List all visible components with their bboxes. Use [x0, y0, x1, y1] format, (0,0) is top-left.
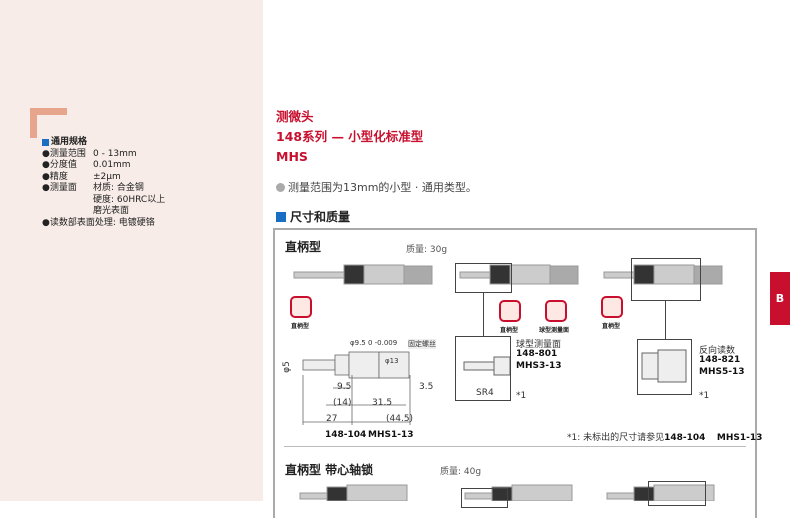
micrometer-image — [459, 264, 579, 285]
straight-shank-icon — [499, 300, 521, 322]
spec-key: ●精度 — [42, 171, 68, 182]
spec-value: 硬度: 60HRC以上 — [93, 194, 166, 205]
left-panel: 通用规格 ●测量范围 0 - 13mm ●分度值 0.01mm ●精度 ±2μm ●测… — [0, 0, 263, 501]
spec-key: ●测量范围 — [42, 148, 86, 159]
icon-caption: 球型测量面 — [539, 327, 570, 334]
page-title: 测微头 148系列 — 小型化标准型 MHS — [276, 107, 423, 167]
icon-caption: 直柄型 — [602, 323, 621, 330]
spec-value: ±2μm — [93, 171, 121, 182]
ball-detail — [463, 356, 511, 376]
dim-label: (44.5) — [386, 414, 414, 424]
ball-detail-frame — [455, 336, 511, 401]
mass-label: 质量: 40g — [440, 467, 482, 477]
reverse-detail — [641, 349, 687, 383]
leader-line — [665, 301, 666, 339]
micrometer-image — [293, 264, 433, 285]
title-line: MHS — [276, 149, 308, 164]
product-code: 148-104 — [325, 430, 367, 440]
dim-label: 3.5 — [419, 382, 434, 392]
footnote-text: *1: 未标出的尺寸请参见 — [567, 433, 665, 443]
product-code: 148-821 — [699, 355, 741, 365]
detail-frame — [461, 488, 508, 508]
dim-label: φ13 — [385, 357, 399, 365]
section-title: 尺寸和质量 — [276, 208, 350, 225]
straight-shank-icon — [290, 296, 312, 318]
spec-list: 通用规格 ●测量范围 0 - 13mm ●分度值 0.01mm ●精度 ±2μm ●测… — [42, 137, 165, 229]
spec-value: 0 - 13mm — [93, 148, 137, 159]
dim-label: 9.5 — [337, 382, 352, 392]
dim-label: φ5 — [281, 361, 292, 373]
micrometer-image — [299, 484, 715, 501]
dim-label: φ9.5 0 -0.009 — [350, 339, 398, 347]
detail-frame — [648, 481, 706, 506]
product-model: MHS1-13 — [368, 430, 414, 440]
note-ref: *1 — [516, 391, 527, 401]
icon-caption: 直柄型 — [291, 323, 310, 330]
dot-icon — [276, 182, 285, 192]
group-title: 直柄型 — [285, 240, 322, 254]
spec-heading: 通用规格 — [51, 137, 88, 147]
description-text: 测量范围为13mm的小型 · 通用类型。 — [288, 181, 477, 194]
spec-key: ●测量面 — [42, 183, 77, 193]
group-title: 直柄型 带心轴锁 — [285, 463, 374, 477]
dim-label: 31.5 — [372, 398, 393, 408]
title-line: 148系列 — 小型化标准型 — [276, 129, 424, 144]
product-code: 148-801 — [516, 349, 558, 359]
variant-label: 球型测量面 — [516, 340, 562, 350]
mass-label: 质量: 30g — [406, 245, 448, 255]
dim-label: SR4 — [476, 388, 494, 398]
product-model: MHS1-13 — [716, 433, 763, 443]
product-model: MHS3-13 — [516, 361, 562, 371]
straight-shank-icon — [601, 296, 623, 318]
product-box — [273, 228, 757, 518]
product-model: MHS5-13 — [699, 367, 745, 377]
spec-key: ●分度值 — [42, 160, 77, 170]
micrometer-image — [603, 264, 723, 285]
spec-value: 材质: 合金钢 — [93, 183, 144, 193]
footnote: *1: 未标出的尺寸请参见148-104 MHS1-13 — [567, 430, 762, 443]
divider — [284, 446, 746, 447]
ball-face-icon — [545, 300, 567, 322]
icon-caption: 直柄型 — [500, 327, 519, 334]
dim-label: 固定螺丝 — [408, 339, 436, 349]
dimension-drawing — [302, 351, 411, 425]
square-bullet-icon — [276, 211, 286, 222]
description: 测量范围为13mm的小型 · 通用类型。 — [276, 179, 477, 195]
variant-label: 反向读数 — [699, 346, 736, 356]
dim-label: 27 — [326, 414, 338, 424]
leader-line — [483, 293, 484, 336]
spec-value: 0.01mm — [93, 160, 131, 170]
reverse-detail-frame — [637, 339, 692, 395]
section-title-text: 尺寸和质量 — [290, 210, 351, 224]
corner-decoration — [30, 108, 67, 138]
square-bullet-icon — [42, 139, 49, 147]
micrometer-drawings — [293, 264, 723, 501]
note-ref: *1 — [699, 391, 710, 401]
dim-label: (14) — [333, 398, 352, 408]
detail-frame — [631, 258, 701, 301]
spec-finish: ●读数部表面处理: 电镀硬铬 — [42, 217, 155, 228]
side-tab[interactable]: B — [770, 272, 790, 325]
detail-frame — [455, 263, 512, 293]
product-code: 148-104 — [664, 433, 706, 443]
title-line: 测微头 — [276, 109, 314, 124]
spec-value: 磨光表面 — [93, 206, 130, 216]
